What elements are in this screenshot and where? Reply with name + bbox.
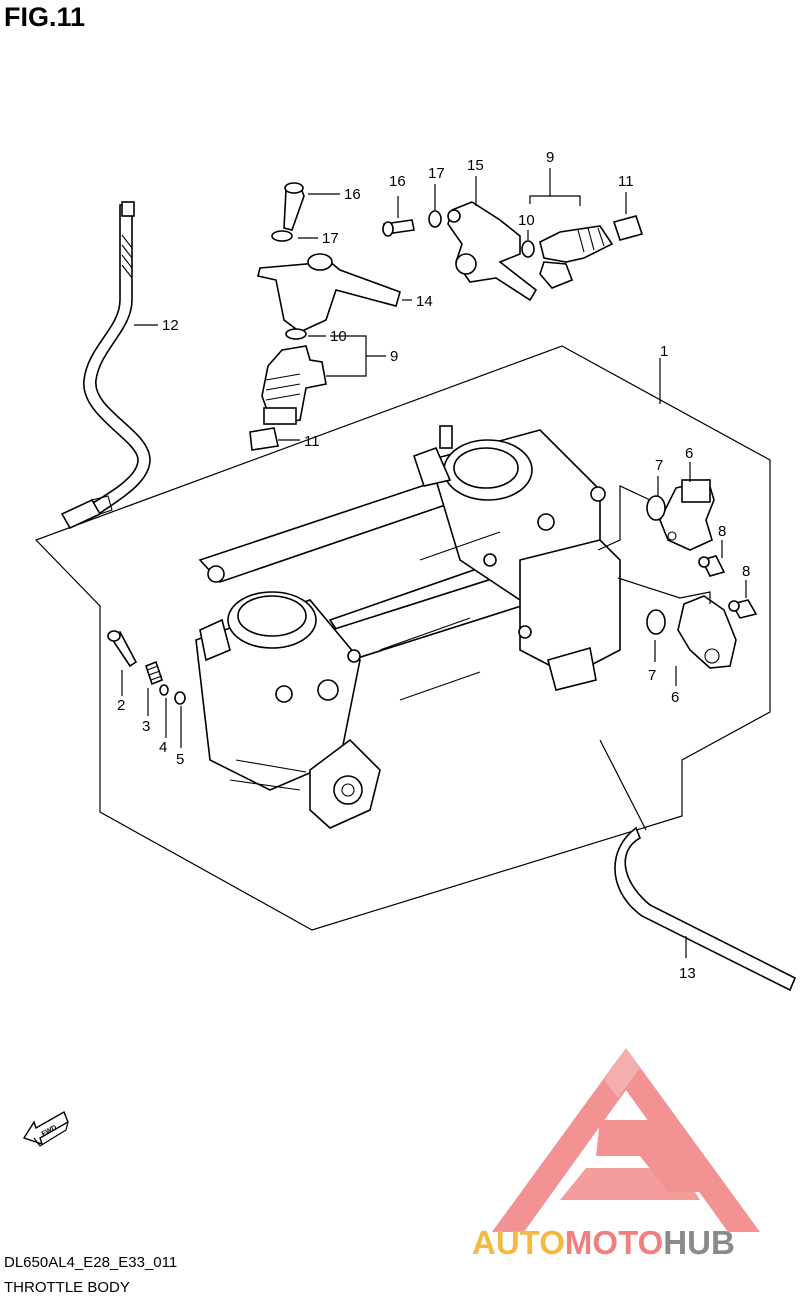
callout-5: 5: [176, 751, 184, 768]
bolt-16-left: [283, 182, 305, 231]
sensor-6-lower: [677, 595, 737, 669]
oring-10-left: [285, 328, 307, 340]
watermark-logo: [492, 1048, 760, 1232]
oring-5: [174, 691, 186, 705]
callout-4: 4: [159, 739, 167, 756]
callout-10-right: 10: [518, 212, 535, 229]
watermark-auto: AUTO: [472, 1224, 565, 1261]
oring-10-right: [521, 240, 535, 258]
oring-7-lower: [646, 609, 666, 635]
hose-12: [60, 201, 151, 530]
callout-15: 15: [467, 157, 484, 174]
sensor-6-upper: [659, 479, 715, 551]
callout-7-upper: 7: [655, 457, 663, 474]
callout-16-right: 16: [389, 173, 406, 190]
callout-2: 2: [117, 697, 125, 714]
oring-7-upper: [646, 495, 666, 521]
callout-9-right: 9: [546, 149, 554, 166]
callout-1: 1: [660, 343, 668, 360]
callout-17-left: 17: [322, 230, 339, 247]
callout-6-upper: 6: [685, 445, 693, 462]
callout-3: 3: [142, 718, 150, 735]
callout-11-right: 11: [618, 173, 634, 190]
fuel-delivery-15: [447, 201, 538, 302]
spring-3: [145, 660, 163, 686]
callout-14: 14: [416, 293, 433, 310]
watermark-text: AUTOMOTOHUB: [472, 1224, 735, 1261]
diagram-name: THROTTLE BODY: [4, 1279, 130, 1296]
assembly-outline: [34, 345, 771, 931]
washer-4: [159, 684, 169, 696]
fwd-arrow-icon: FWD: [22, 1110, 69, 1147]
seal-11-right: [612, 215, 644, 241]
callout-7-lower: 7: [648, 667, 656, 684]
callout-8-upper: 8: [718, 523, 726, 540]
throttle-body: [195, 425, 621, 829]
bolt-8-upper: [698, 555, 726, 577]
callout-12: 12: [162, 317, 179, 334]
diagram-code: DL650AL4_E28_E33_011: [4, 1254, 178, 1271]
watermark-hub: HUB: [663, 1224, 735, 1261]
watermark-moto: MOTO: [565, 1224, 663, 1261]
callout-10-left: 10: [330, 328, 347, 345]
callout-17-right: 17: [428, 165, 445, 182]
oring-17-left: [271, 230, 293, 242]
seal-11-left: [249, 427, 279, 451]
fuel-delivery-14: [257, 253, 401, 333]
callout-16-left: 16: [344, 186, 361, 203]
figure-label: FIG.11: [4, 2, 86, 32]
injector-9-right: [539, 225, 614, 289]
callout-11-left: 11: [304, 433, 320, 450]
callout-13: 13: [679, 965, 696, 982]
injector-9-left: [261, 345, 327, 425]
callout-6-lower: 6: [671, 689, 679, 706]
hose-13: [614, 826, 797, 992]
callout-8-lower: 8: [742, 563, 750, 580]
oring-17-right: [428, 210, 442, 228]
screw-2: [107, 630, 138, 668]
callout-9-left: 9: [390, 348, 398, 365]
bolt-16-right: [382, 219, 415, 237]
bolt-8-lower: [728, 599, 758, 619]
